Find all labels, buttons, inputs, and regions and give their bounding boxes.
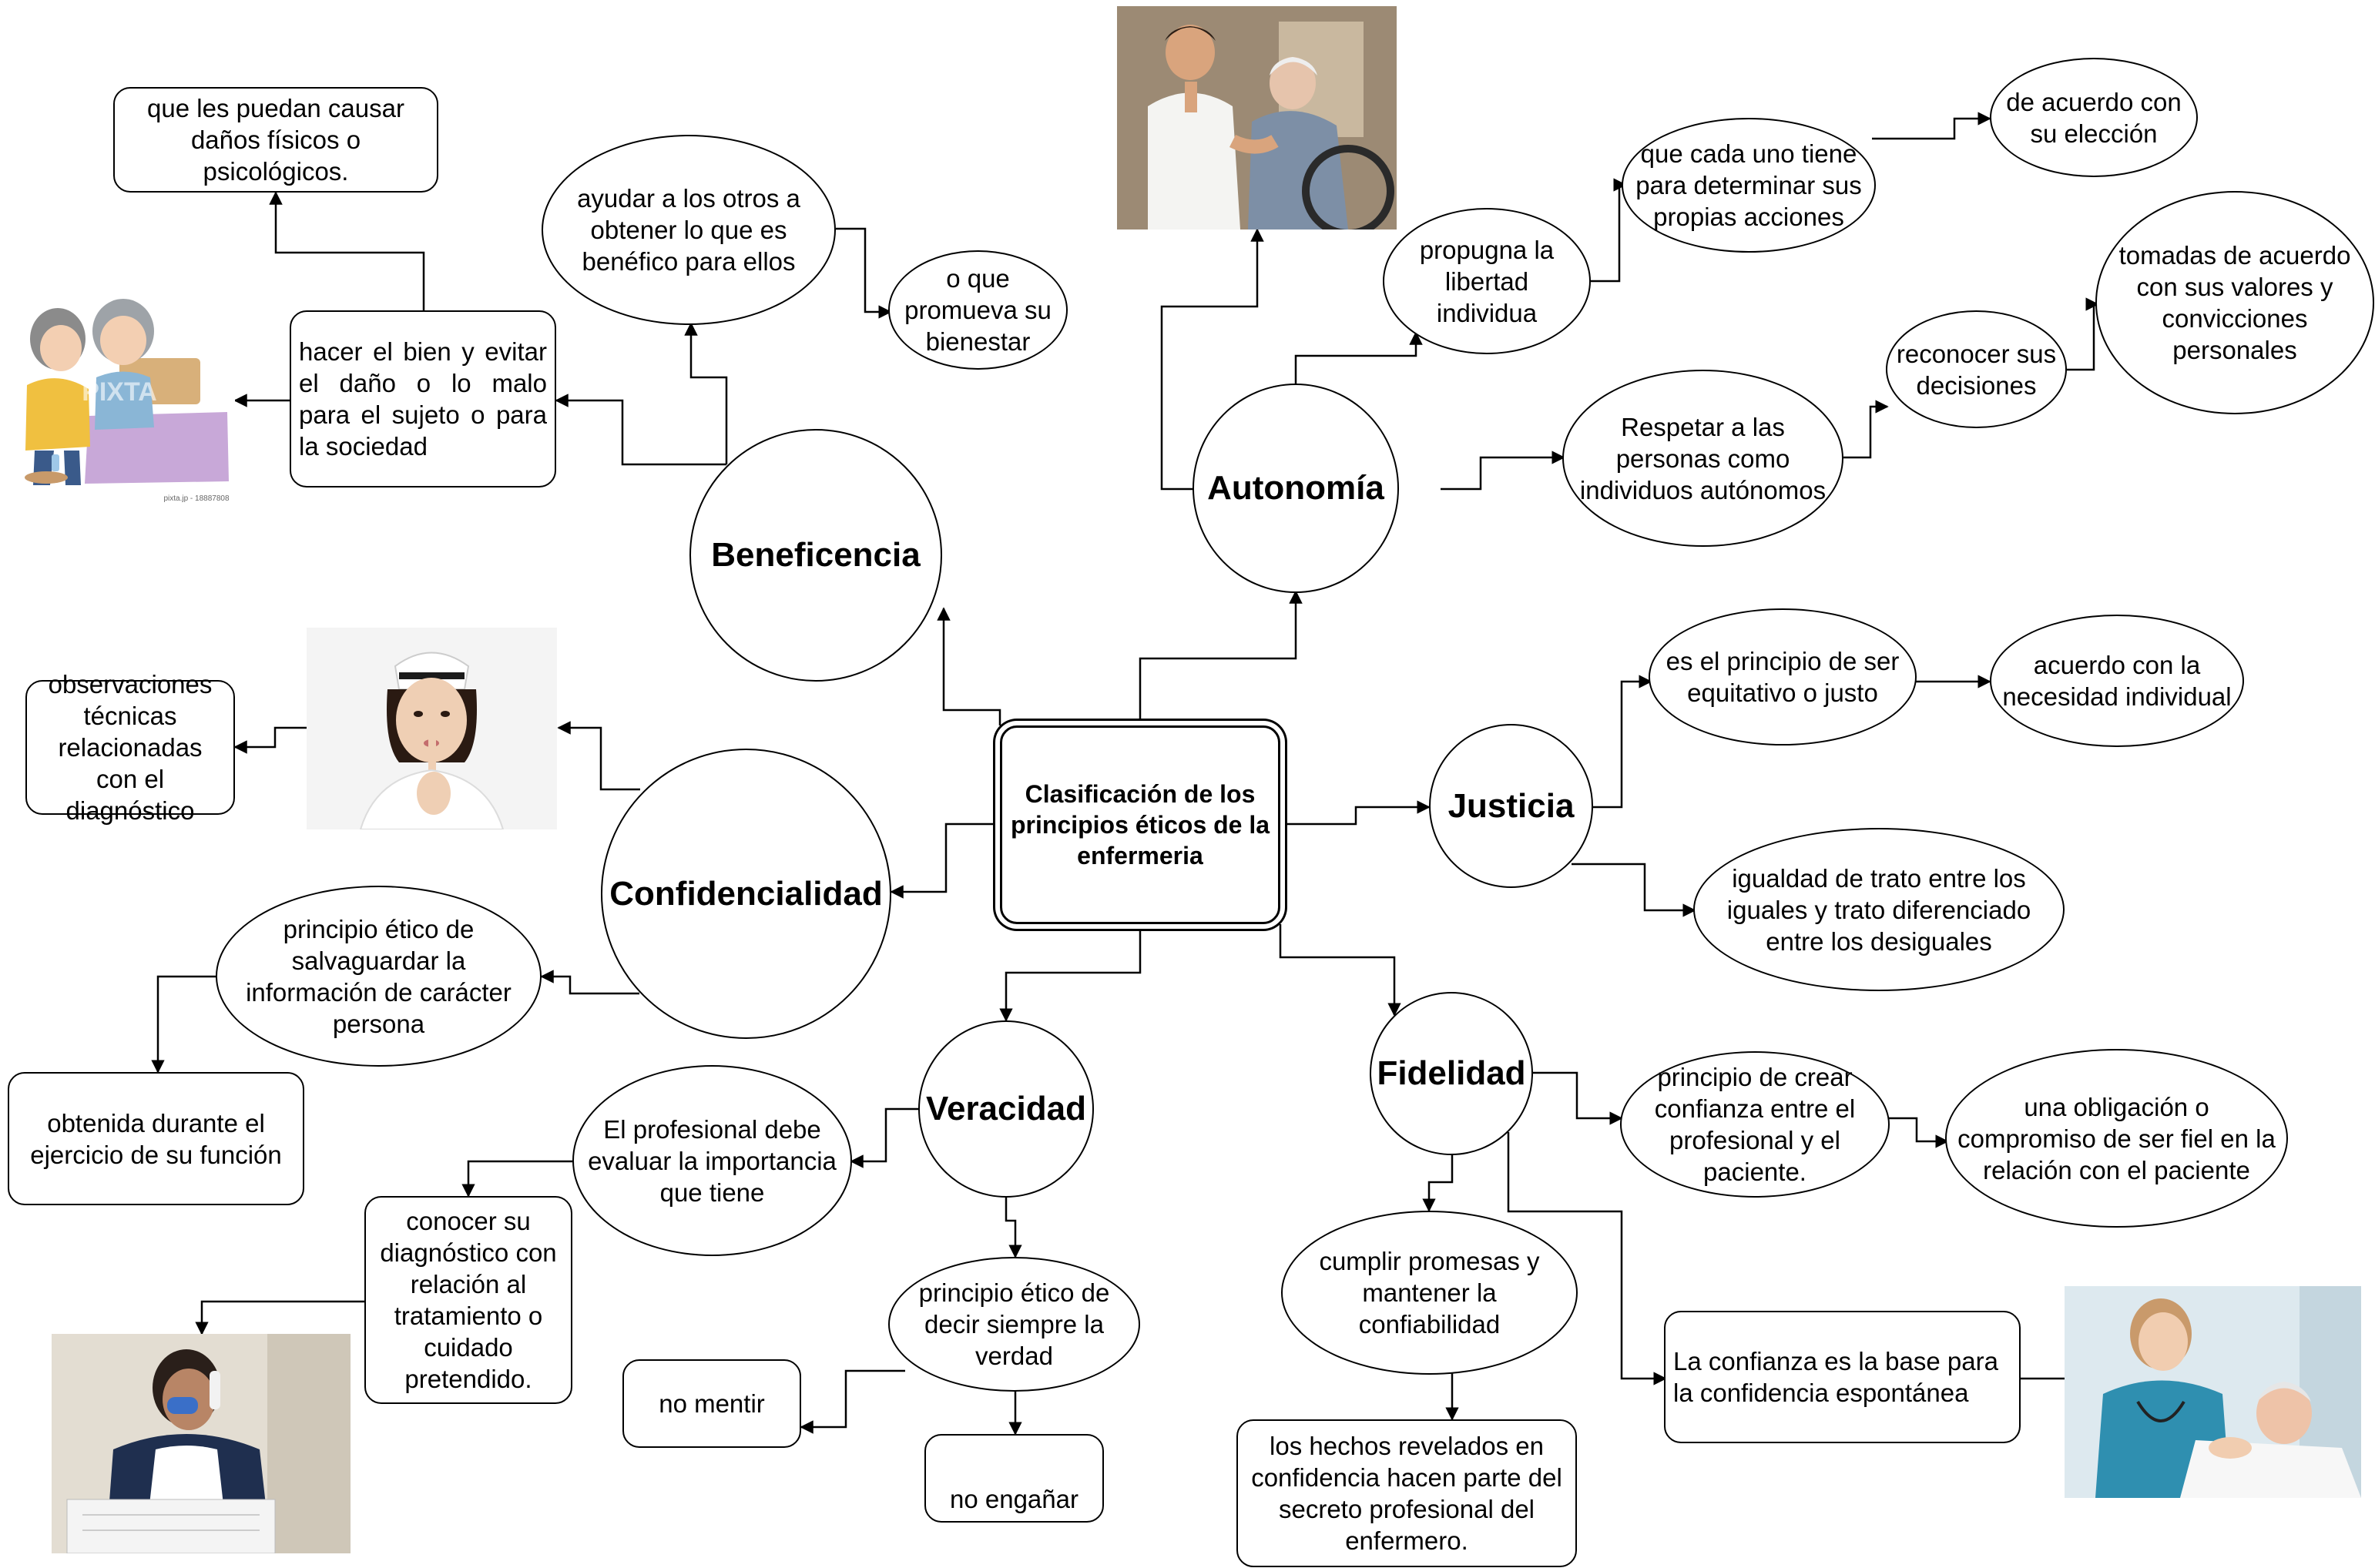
connector-principio-obtenida: [151, 975, 217, 1074]
autonomia-respetar: Respetar a las personas como individuos …: [1562, 370, 1843, 547]
veracidad-principio: principio ético de decir siempre la verd…: [888, 1257, 1140, 1392]
connector-photo-observaciones: [233, 726, 307, 754]
connector-veracidad-evaluar: [850, 1107, 921, 1168]
veracidad-no-enganar: no engañar: [924, 1434, 1104, 1523]
connector-hacerbien-causar: [269, 191, 425, 310]
autonomia-propugna: propugna la libertad individua: [1383, 208, 1591, 354]
justicia-equitativo: es el principio de ser equitativo o just…: [1649, 608, 1917, 745]
connector-justicia-equitativo: [1593, 675, 1652, 809]
principle-confidencialidad: Confidencialidad: [601, 749, 891, 1039]
fidelidad-crear: principio de crear confianza entre el pr…: [1620, 1051, 1890, 1198]
connector-beneficencia-ayudar: [684, 322, 728, 464]
beneficencia-hacer-bien: hacer el bien y evitar el daño o lo malo…: [290, 310, 556, 487]
nurse-bedside-photo: [2065, 1286, 2361, 1498]
connector-autonomia-propugna: [1294, 331, 1423, 385]
veracidad-evaluar: El profesional debe evaluar la importanc…: [572, 1065, 852, 1256]
connector-autonomia-respetar: [1441, 451, 1565, 491]
autonomia-cada-uno: que cada uno tiene para determinar sus p…: [1622, 118, 1876, 253]
confidencialidad-principio: principio ético de salvaguardar la infor…: [216, 886, 542, 1067]
connector-conocer-photo: [195, 1300, 364, 1335]
beneficencia-causar: que les puedan causar daños físicos o ps…: [113, 87, 438, 193]
nurse-phone-photo: [52, 1334, 351, 1553]
connector-center-justicia: [1280, 800, 1431, 826]
autonomia-eleccion: de acuerdo con su elección: [1990, 58, 2198, 177]
doctor-patient-photo: [1117, 6, 1397, 230]
nurse-silence-photo: [307, 628, 557, 829]
justicia-igualdad: igualdad de trato entre los iguales y tr…: [1693, 828, 2065, 991]
connector-evaluar-conocer: [461, 1160, 572, 1198]
connector-crear-obligacion: [1887, 1117, 1949, 1148]
autonomia-reconocer: reconocer sus decisiones: [1886, 310, 2067, 428]
connector-cadauno-eleccion: [1872, 112, 1991, 140]
connector-center-confidencialidad: [890, 823, 1000, 899]
principle-veracidad: Veracidad: [918, 1020, 1094, 1198]
connector-fidelidad-cumplir: [1422, 1154, 1454, 1212]
fidelidad-confianza: La confianza es la base para la confiden…: [1664, 1311, 2021, 1443]
connector-confidencialidad-photo: [557, 721, 640, 791]
principle-autonomia: Autonomía: [1193, 384, 1399, 593]
central-topic: Clasificación de los principios éticos d…: [1000, 725, 1280, 924]
connector-center-veracidad: [999, 924, 1142, 1022]
connector-beneficencia-hacerbien: [555, 394, 726, 466]
connector-reconocer-tomadas: [2067, 297, 2099, 371]
connector-confidencialidad-principio: [540, 970, 639, 995]
connector-ayudar-promueva: [836, 227, 892, 319]
autonomia-tomadas: tomadas de acuerdo con sus valores y con…: [2095, 191, 2374, 414]
pixta-caption: pixta.jp - 18887808: [163, 494, 230, 503]
pixta-watermark: PIXTA: [82, 377, 157, 407]
fidelidad-cumplir: cumplir promesas y mantener la confiabil…: [1281, 1211, 1578, 1375]
connector-center-autonomia: [1139, 590, 1303, 725]
beneficencia-ayudar: ayudar a los otros a obtener lo que es b…: [542, 135, 836, 325]
connector-principio-nomentir: [800, 1369, 905, 1434]
connectors: [151, 112, 2099, 1436]
fidelidad-obligacion: una obligación o compromiso de ser fiel …: [1945, 1049, 2288, 1228]
veracidad-no-mentir: no mentir: [622, 1359, 801, 1448]
principle-justicia: Justicia: [1429, 724, 1593, 888]
connector-propugna-cadauno: [1587, 178, 1627, 283]
connector-center-beneficencia: [937, 607, 1001, 725]
connector-veracidad-principio: [1005, 1198, 1022, 1258]
justicia-acuerdo: acuerdo con la necesidad individual: [1990, 615, 2244, 747]
connector-autonomia-photo: [1160, 228, 1264, 491]
connector-fidelidad-confianza: [1507, 1132, 1667, 1385]
caregiver-illustration: PIXTA pixta.jp - 18887808: [4, 293, 235, 504]
confidencialidad-observaciones: observaciones técnicas relacionadas con …: [25, 670, 235, 825]
veracidad-conocer: conocer su diagnóstico con relación al t…: [364, 1196, 572, 1404]
connector-center-fidelidad: [1279, 924, 1401, 1017]
beneficencia-promueva: o que promueva su bienestar: [888, 250, 1068, 370]
connector-fidelidad-crear: [1531, 1071, 1623, 1125]
connector-respetar-reconocer: [1843, 400, 1889, 459]
confidencialidad-obtenida: obtenida durante el ejercicio de su func…: [8, 1072, 304, 1205]
connector-justicia-igualdad: [1572, 863, 1696, 917]
principle-fidelidad: Fidelidad: [1370, 992, 1533, 1155]
principle-beneficencia: Beneficencia: [689, 429, 942, 682]
fidelidad-hechos: los hechos revelados en confidencia hace…: [1236, 1419, 1577, 1567]
